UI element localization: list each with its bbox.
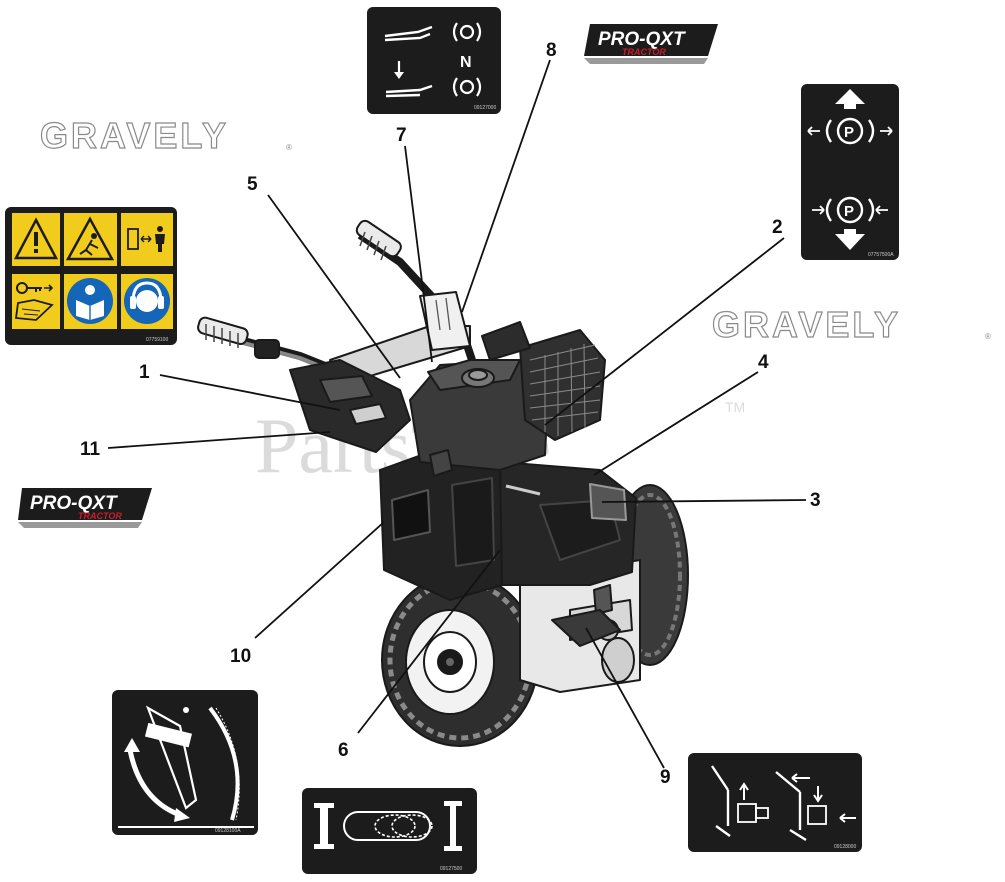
decal-safety: 07759100 [5,207,177,345]
left-tire [381,573,539,747]
clutch-disengaged-icon [452,77,482,97]
decal-hitch: 09127500 [302,788,477,874]
read-manual-icon [67,278,113,324]
decal-parking-brake: P P 07757500A [801,84,899,260]
callout-1: 1 [139,362,150,383]
svg-text:09127500: 09127500 [440,866,462,872]
watermark-tm: TM [725,399,745,415]
neutral-label: N [460,54,472,71]
gravely-logo-right: GRAVELY ® [711,303,991,345]
pro-qxt-text: PRO-QXT [598,29,686,50]
callout-5: 5 [247,174,258,195]
warning-triangle-icon [13,217,59,260]
tractor-text: TRACTOR [622,47,666,57]
callout-numbers: 1 2 3 4 5 6 7 8 9 10 11 [80,40,821,788]
leader-lines [107,59,807,769]
callout-10: 10 [230,646,251,667]
callout-8: 8 [546,40,557,61]
pro-qxt-logo-left: PRO-QXT TRACTOR [18,488,152,528]
keep-distance-icon [127,226,165,252]
svg-text:09128000: 09128000 [834,844,856,850]
svg-text:P: P [844,203,854,220]
tractor-illustration [197,219,689,747]
hearing-protection-icon [124,278,170,324]
svg-text:®: ® [985,332,991,341]
callout-3: 3 [810,490,821,511]
pro-qxt-logo-top: PRO-QXT TRACTOR [584,24,718,64]
svg-text:09127000: 09127000 [474,105,496,111]
pro-qxt-text: PRO-QXT [30,493,118,514]
parking-brake-icon: P [812,196,888,224]
gravely-logo-text: GRAVELY [712,304,901,345]
svg-text:®: ® [286,143,292,152]
callout-2: 2 [772,217,783,238]
decal-clutch: N 09127000 [367,7,501,114]
svg-text:07759100: 07759100 [146,337,168,343]
parking-brake-icon: P [807,117,893,145]
callout-9: 9 [660,767,671,788]
svg-text:P: P [844,124,854,141]
lever-arrow-icon [124,738,190,822]
callout-7: 7 [396,125,407,146]
callout-11: 11 [80,439,101,460]
tractor-text: TRACTOR [78,511,122,521]
gravely-logo-left: GRAVELY ® [39,114,292,156]
callout-6: 6 [338,740,349,761]
decal-pin: 09128000 [688,753,862,852]
svg-text:07757500A: 07757500A [868,252,894,258]
kickback-hazard-icon [65,216,115,261]
callout-4: 4 [758,352,769,373]
gravely-logo-text: GRAVELY [40,115,229,156]
decal-lever: 09128100A [112,690,258,835]
clutch-engaged-icon [452,22,482,42]
svg-text:09128100A: 09128100A [215,828,241,834]
remove-key-icon [14,282,54,321]
